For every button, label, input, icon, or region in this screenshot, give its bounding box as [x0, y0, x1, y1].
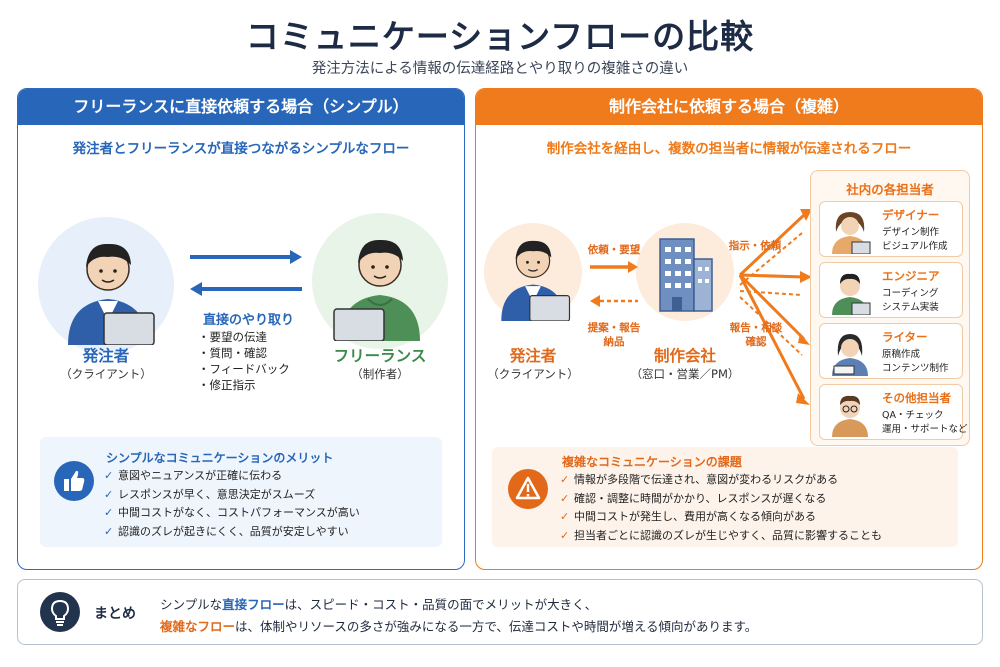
merit-item: ✓意図やニュアンスが正確に伝わる [104, 467, 360, 486]
staff-card-engineer: エンジニア コーディング システム実装 [819, 262, 963, 318]
issue-list: ✓情報が多段階で伝達され、意図が変わるリスクがある ✓確認・調整に時間がかかり、… [560, 471, 882, 545]
staff-role: その他担当者 [882, 391, 951, 405]
staff-card-designer: デザイナー デザイン制作 ビジュアル作成 [819, 201, 963, 257]
summary-box: まとめ シンプルな直接フローは、スピード・コスト・品質の面でメリットが大きく、 … [17, 579, 983, 645]
merit-title: シンプルなコミュニケーションのメリット [106, 451, 334, 465]
interaction-item: 質問・確認 [198, 345, 290, 361]
company-flow-description: 制作会社を経由し、複数の担当者に情報が伝達されるフロー [546, 141, 912, 157]
check-icon: ✓ [104, 506, 114, 519]
staff-detail: コーディング [882, 288, 939, 299]
engineer-avatar-icon [832, 273, 871, 315]
request-arrow-label: 依頼・要望 [587, 244, 641, 256]
staff-card-other: その他担当者 QA・チェック 運用・サポートなど [819, 384, 968, 440]
direct-flow-description: 発注者とフリーランスが直接つながるシンプルなフロー [72, 141, 410, 157]
client-company-arrows [590, 261, 638, 307]
page-subtitle: 発注方法による情報の伝達経路とやり取りの複雑さの違い [311, 61, 689, 77]
issue-item: ✓中間コストが発生し、費用が高くなる傾向がある [560, 508, 882, 527]
issue-item: ✓確認・調整に時間がかかり、レスポンスが遅くなる [560, 490, 882, 509]
client-name: 発注者 [82, 347, 130, 365]
check-icon: ✓ [104, 469, 114, 482]
direct-flow-highlight: 直接フロー [222, 597, 285, 612]
merit-box: シンプルなコミュニケーションのメリット ✓意図やニュアンスが正確に伝わる ✓レス… [40, 437, 442, 547]
check-icon: ✓ [560, 528, 570, 542]
summary-line-1: シンプルな直接フローは、スピード・コスト・品質の面でメリットが大きく、 [160, 597, 598, 612]
writer-avatar-icon [832, 334, 868, 376]
interaction-item: 要望の伝達 [198, 329, 290, 345]
freelancer-person-icon [333, 239, 420, 341]
interaction-list: 要望の伝達 質問・確認 フィードバック 修正指示 [198, 329, 290, 393]
staff-detail: コンテンツ制作 [882, 363, 949, 374]
check-icon: ✓ [560, 510, 570, 523]
warning-icon [508, 469, 548, 509]
issue-box: 複雑なコミュニケーションの課題 ✓情報が多段階で伝達され、意図が変わるリスクがあ… [492, 447, 958, 547]
client-sub: （クライアント） [487, 367, 579, 381]
check-icon: ✓ [104, 524, 114, 538]
company-flow-panel: 制作会社に依頼する場合（複雑） 制作会社を経由し、複数の担当者に情報が伝達される… [475, 88, 983, 570]
staff-role: デザイナー [882, 208, 940, 222]
merit-item: ✓認識のズレが起きにくく、品質が安定しやすい [104, 523, 360, 542]
staff-role: ライター [882, 330, 928, 344]
staff-box: 社内の各担当者 デザイナー デザイン制作 ビジュアル作成 エンジニア コーディン… [810, 170, 970, 446]
company-flow-header: 制作会社に依頼する場合（複雑） [476, 89, 982, 125]
direct-exchange-arrows [190, 250, 302, 296]
issue-item: ✓情報が多段階で伝達され、意図が変わるリスクがある [560, 471, 882, 490]
issue-item: ✓担当者ごとに認識のズレが生じやすく、品質に影響することも [560, 527, 882, 546]
company-name: 制作会社 [653, 347, 716, 365]
freelancer-name: フリーランス [333, 347, 427, 365]
merit-item: ✓中間コストがなく、コストパフォーマンスが高い [104, 504, 360, 523]
staff-role: エンジニア [882, 269, 940, 283]
direct-flow-panel: フリーランスに直接依頼する場合（シンプル） 発注者とフリーランスが直接つながるシ… [17, 88, 465, 570]
staff-box-title: 社内の各担当者 [846, 182, 934, 197]
complex-flow-highlight: 複雑なフロー [160, 619, 236, 634]
merit-item: ✓レスポンスが早く、意思決定がスムーズ [104, 486, 360, 505]
client-person-icon [501, 240, 571, 321]
thumbs-up-icon [54, 461, 94, 501]
client-name: 発注者 [509, 347, 557, 365]
staff-detail: QA・チェック [882, 410, 944, 421]
freelancer-sub: （制作者） [351, 367, 409, 381]
company-sub: （窓口・営業／PM） [630, 367, 740, 381]
direct-flow-header: フリーランスに直接依頼する場合（シンプル） [18, 89, 464, 125]
client-sub: （クライアント） [60, 367, 152, 381]
issue-title: 複雑なコミュニケーションの課題 [562, 455, 742, 469]
report-arrow-label: 報告・相談 確認 [729, 322, 783, 348]
interaction-item: フィードバック [198, 361, 290, 377]
interaction-title: 直接のやり取り [203, 313, 295, 328]
staff-detail: システム実装 [882, 302, 939, 313]
other-staff-avatar-icon [832, 395, 868, 437]
staff-detail: デザイン制作 [882, 227, 940, 238]
client-person-icon [68, 243, 155, 345]
lightbulb-icon [40, 592, 80, 632]
summary-label: まとめ [94, 606, 136, 622]
proposal-arrow-label: 提案・報告 納品 [587, 322, 641, 348]
interaction-item: 修正指示 [198, 377, 290, 393]
company-staff-arrows [738, 209, 812, 405]
check-icon: ✓ [560, 491, 570, 505]
instruction-arrow-label: 指示・依頼 [728, 240, 782, 252]
designer-avatar-icon [832, 212, 871, 254]
page-title: コミュニケーションフローの比較 [245, 17, 755, 56]
building-icon [659, 238, 713, 312]
merit-list: ✓意図やニュアンスが正確に伝わる ✓レスポンスが早く、意思決定がスムーズ ✓中間… [104, 467, 360, 541]
check-icon: ✓ [560, 473, 570, 486]
summary-line-2: 複雑なフローは、体制やリソースの多さが強みになる一方で、伝達コストや時間が増える… [160, 619, 758, 634]
staff-detail: 運用・サポートなど [882, 424, 968, 435]
check-icon: ✓ [104, 487, 114, 501]
staff-detail: ビジュアル作成 [882, 241, 948, 252]
staff-card-writer: ライター 原稿作成 コンテンツ制作 [819, 323, 963, 379]
staff-detail: 原稿作成 [882, 349, 921, 360]
